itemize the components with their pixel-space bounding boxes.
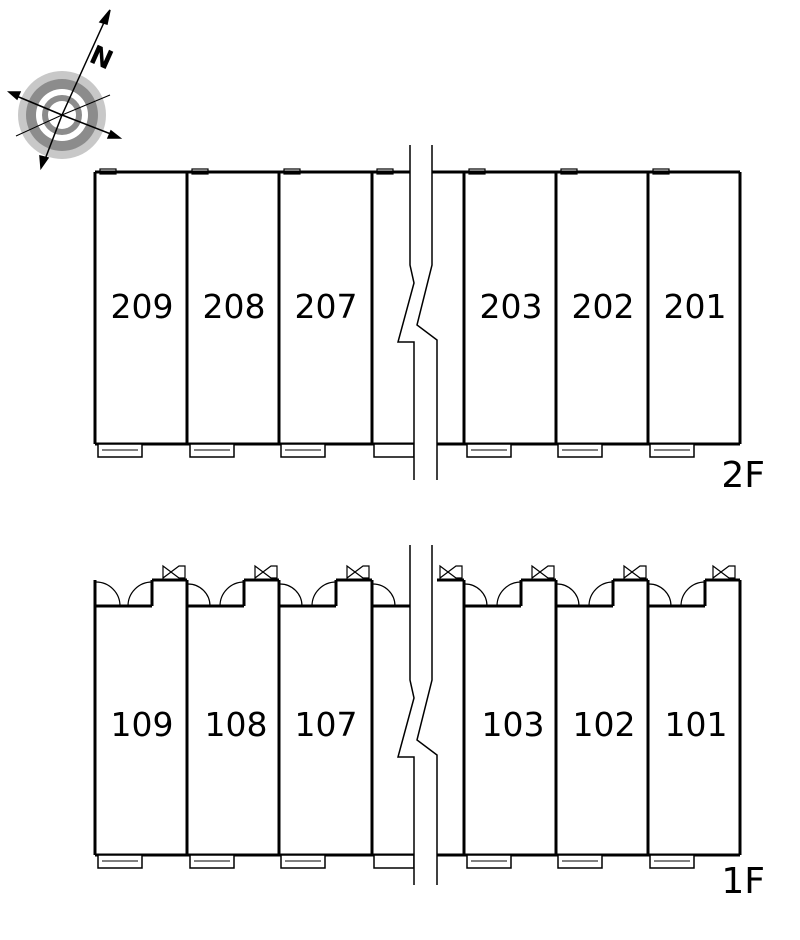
floor-1f: 109 108 107 103 102 101 1F: [93, 545, 765, 902]
unit-label: 108: [205, 705, 268, 744]
unit-label: 109: [111, 705, 174, 744]
unit-label: 101: [665, 705, 728, 744]
unit-label: 209: [111, 287, 174, 326]
break-gap: [398, 145, 437, 480]
floor-label-2f: 2F: [721, 455, 765, 496]
floor-2f: 209 208 207 203 202 201 2F: [93, 145, 765, 496]
unit-label: 203: [480, 287, 543, 326]
unit-label: 102: [573, 705, 636, 744]
compass-icon: N: [7, 9, 123, 171]
unit-label: 207: [295, 287, 358, 326]
unit-label: 202: [572, 287, 635, 326]
unit-label: 103: [482, 705, 545, 744]
north-label: N: [85, 40, 117, 76]
unit-label: 201: [664, 287, 727, 326]
unit-label: 208: [203, 287, 266, 326]
floor-label-1f: 1F: [721, 861, 765, 902]
break-gap: [398, 545, 437, 885]
unit-label: 107: [295, 705, 358, 744]
